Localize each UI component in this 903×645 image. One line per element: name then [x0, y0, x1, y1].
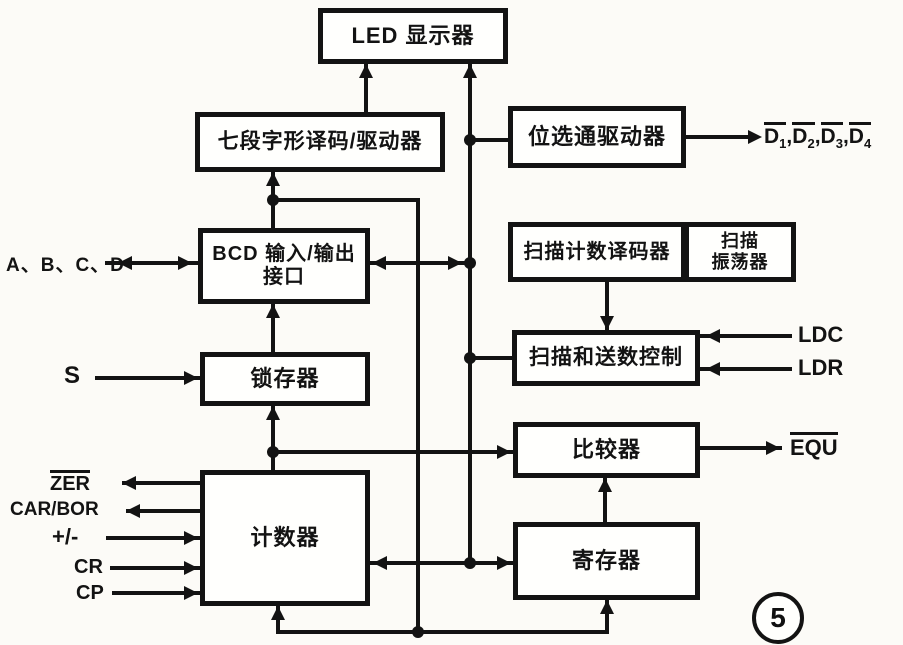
scan-transfer-control-label: 扫描和送数控制: [529, 345, 683, 369]
arrow-left-icon: [122, 476, 136, 490]
ldr-signal-label: LDR: [798, 355, 844, 380]
arrow-right-icon: [448, 256, 462, 270]
updown-signal-label: +/-: [52, 524, 79, 549]
wire-register-to-comparator: [603, 478, 607, 522]
wire-tap-horizontal: [273, 198, 418, 202]
digit-output-labels: D1,D2,D3,D4: [764, 122, 872, 151]
arrow-right-icon: [766, 441, 780, 455]
counter-box: 计数器: [200, 470, 370, 606]
register-box: 寄存器: [513, 522, 700, 600]
wire-7seg-to-led: [364, 64, 368, 112]
wire-bus-to-scancontrol: [470, 356, 512, 360]
arrow-up-icon: [598, 478, 612, 492]
arrow-right-icon: [178, 256, 192, 270]
zer-signal-label: ZER: [50, 470, 90, 496]
arrow-up-icon: [271, 606, 285, 620]
arrow-up-icon: [359, 64, 373, 78]
arrow-right-icon: [184, 531, 198, 545]
counter-label: 计数器: [250, 525, 320, 551]
arrow-right-icon: [184, 371, 198, 385]
scan-oscillator-label-line2: 振荡器: [711, 252, 769, 272]
wire-bottombus-to-register: [605, 600, 609, 634]
arrow-up-icon: [266, 172, 280, 186]
wire-counter-to-latch: [271, 406, 275, 470]
digit-strobe-driver-box: 位选通驱动器: [508, 106, 686, 168]
wire-ldc-input: [700, 334, 792, 338]
scan-counter-decoder-box: 扫描计数译码器: [508, 222, 686, 282]
arrow-up-icon: [266, 406, 280, 420]
wire-ldr-input: [700, 367, 792, 371]
wire-strobe-output: [686, 135, 758, 139]
digit-strobe-driver-label: 位选通驱动器: [527, 124, 666, 150]
wire-scandecoder-to-scancontrol: [605, 282, 609, 330]
scan-counter-decoder-label: 扫描计数译码器: [523, 240, 671, 263]
wire-bottombus-to-counter: [276, 606, 280, 634]
arrow-right-icon: [748, 130, 762, 144]
arrow-left-icon: [706, 362, 720, 376]
cr-signal-label: CR: [74, 556, 103, 578]
ldc-signal-label: LDC: [798, 322, 844, 347]
comparator-label: 比较器: [571, 437, 641, 463]
arrow-right-icon: [184, 561, 198, 575]
arrow-right-icon: [497, 556, 511, 570]
d3-label: D3: [820, 122, 843, 151]
d-separator: ,: [786, 125, 793, 148]
abcd-signal-label: A、B、C、D: [6, 255, 125, 276]
seven-segment-decoder-box: 七段字形译码/驱动器: [195, 112, 445, 172]
d2-label: D2: [792, 122, 815, 151]
bcd-interface-box: BCD 输入/输出 接口: [198, 228, 370, 304]
wire-zer-output: [122, 481, 200, 485]
wire-bottom-bus: [276, 630, 609, 634]
wire-bcd-to-bus: [370, 261, 470, 265]
wire-latch-to-bcd: [271, 304, 275, 352]
s-signal-label: S: [64, 362, 81, 389]
wire-cr-input: [110, 566, 200, 570]
figure-number: 5: [770, 602, 786, 633]
wire-cp-input: [112, 591, 200, 595]
wire-bus-to-strobe-driver: [470, 138, 508, 142]
bcd-interface-label-line2: 接口: [263, 266, 305, 288]
latch-label: 锁存器: [250, 366, 320, 392]
scan-transfer-control-box: 扫描和送数控制: [512, 330, 700, 386]
wire-latch-to-comparator: [273, 450, 513, 454]
carbor-signal-label: CAR/BOR: [10, 499, 99, 520]
latch-box: 锁存器: [200, 352, 370, 406]
arrow-left-icon: [126, 504, 140, 518]
bcd-interface-label-line1: BCD 输入/输出: [212, 243, 356, 265]
wire-tap-vertical: [416, 198, 420, 634]
wire-carbor-output: [126, 509, 200, 513]
wire-counter-register: [370, 561, 513, 565]
led-display-label: LED 显示器: [351, 23, 475, 49]
d-separator: ,: [842, 125, 849, 148]
figure-number-badge: 5: [752, 592, 804, 644]
scan-oscillator-label-line1: 扫描: [721, 231, 759, 252]
arrow-down-icon: [600, 316, 614, 330]
cp-signal-label: CP: [76, 582, 104, 604]
arrow-right-icon: [497, 445, 511, 459]
wire-s-input: [95, 376, 200, 380]
wire-equ-output: [700, 446, 782, 450]
equ-signal-label: EQU: [790, 432, 838, 461]
register-label: 寄存器: [571, 548, 641, 574]
arrow-up-icon: [600, 600, 614, 614]
seven-segment-decoder-label: 七段字形译码/驱动器: [217, 129, 423, 153]
arrow-up-icon: [463, 64, 477, 78]
d1-label: D1: [764, 122, 787, 151]
arrow-left-icon: [372, 256, 386, 270]
wire-main-bus-vertical: [468, 64, 472, 563]
arrow-up-icon: [266, 304, 280, 318]
led-display-box: LED 显示器: [318, 8, 508, 64]
wire-updown-input: [106, 536, 200, 540]
arrow-left-icon: [706, 329, 720, 343]
wire-abcd-io: [105, 261, 198, 265]
arrow-left-icon: [118, 256, 132, 270]
arrow-right-icon: [184, 586, 198, 600]
d4-label: D4: [848, 122, 872, 151]
comparator-box: 比较器: [513, 422, 700, 478]
d-separator: ,: [814, 125, 821, 148]
scan-oscillator-box: 扫描 振荡器: [684, 222, 796, 282]
junction-dot: [464, 257, 476, 269]
arrow-left-icon: [373, 556, 387, 570]
